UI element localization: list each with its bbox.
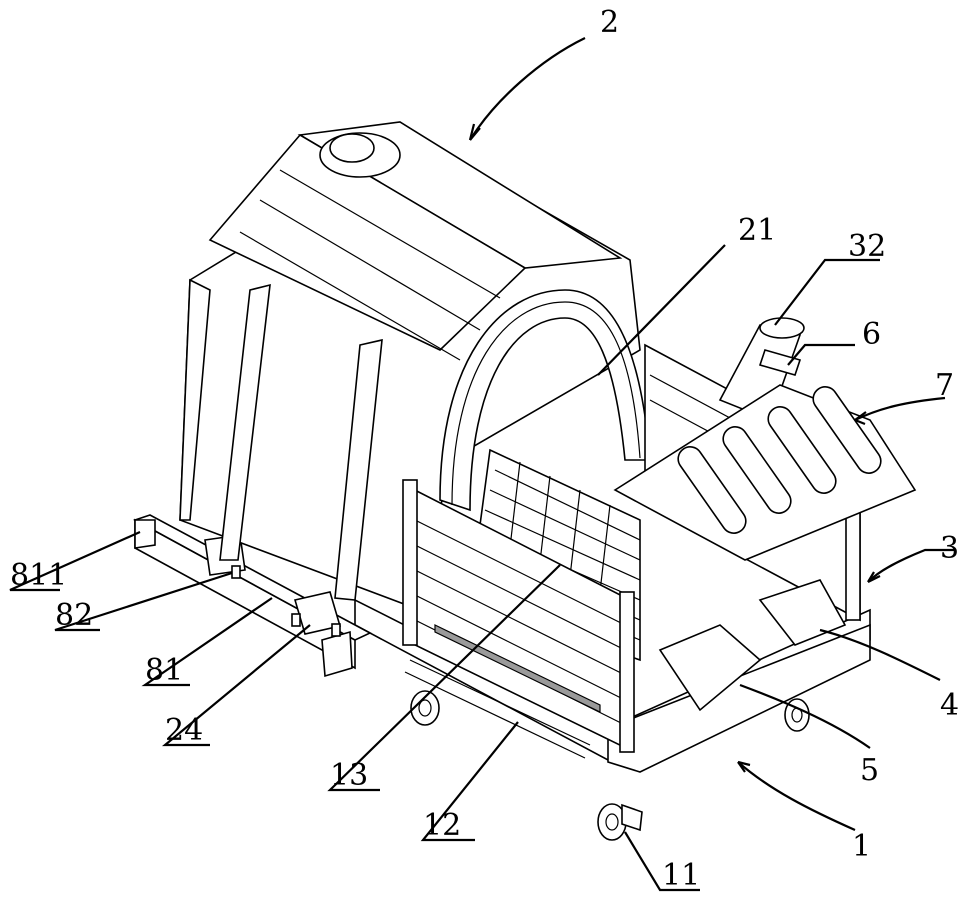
- label-12: 12: [423, 808, 461, 843]
- label-21: 21: [738, 213, 776, 248]
- label-4: 4: [940, 688, 959, 723]
- label-3: 3: [940, 531, 959, 566]
- label-24: 24: [165, 713, 203, 748]
- label-811: 811: [10, 558, 67, 593]
- label-13: 13: [330, 758, 368, 793]
- label-1: 1: [852, 829, 871, 864]
- label-5: 5: [860, 753, 879, 788]
- label-82: 82: [55, 598, 93, 633]
- label-6: 6: [862, 317, 881, 352]
- label-11: 11: [662, 858, 700, 893]
- label-32: 32: [848, 229, 886, 264]
- label-2: 2: [600, 5, 619, 40]
- label-81: 81: [145, 653, 183, 688]
- label-7: 7: [935, 368, 954, 403]
